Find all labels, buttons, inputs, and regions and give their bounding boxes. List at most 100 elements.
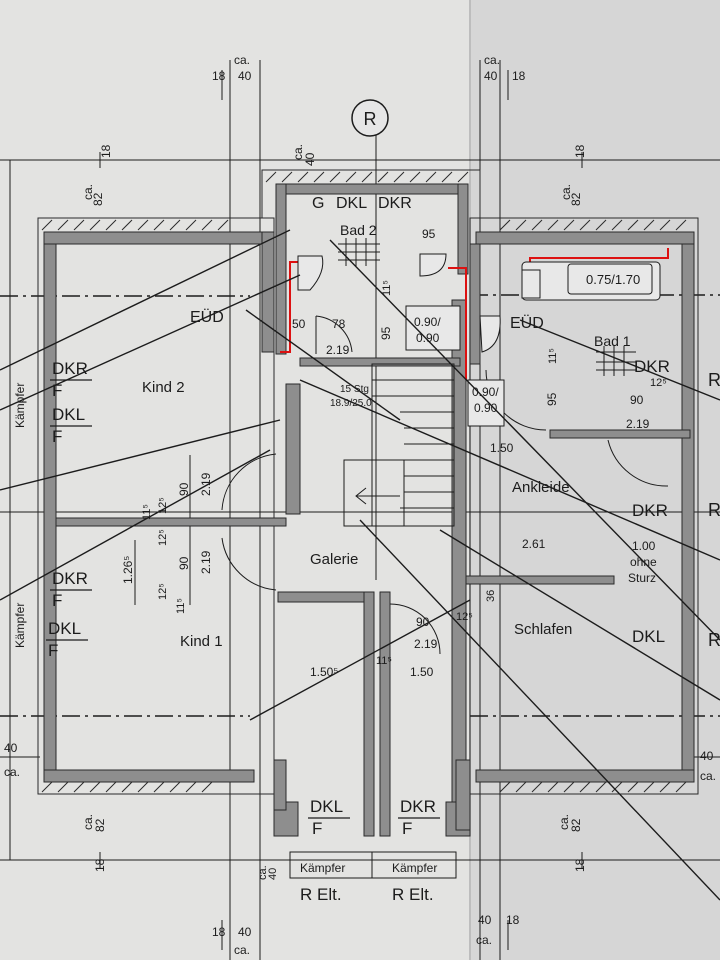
dim-219-galerie: 2.19	[414, 637, 438, 651]
dim-18-top-left: 18	[212, 69, 226, 83]
dim-1265: 1.26⁵	[121, 556, 135, 584]
dim-40-bottom-left: 40	[238, 925, 252, 939]
kaempfer-box	[289, 851, 457, 879]
kaempfer-bottom-left: Kämpfer	[300, 861, 345, 875]
window-dkr-ankleide: DKR	[632, 501, 668, 520]
window-r-schlafen: R	[708, 630, 720, 650]
dim-ca-v-bottom-center: ca.	[257, 865, 269, 880]
dim-ca-v-top-right: ca.	[559, 184, 573, 200]
window-f-kind2a: F	[52, 381, 62, 400]
dim-18-v-bottom-right: 18	[573, 858, 587, 872]
dim-261: 2.61	[522, 537, 546, 551]
window-dkr-bad1: DKR	[634, 357, 670, 376]
window-dkl-kind2: DKL	[52, 405, 85, 424]
room-bad2: Bad 2	[340, 222, 377, 238]
dim-18-bottom-left: 18	[212, 925, 226, 939]
dim-ca-top-right: ca.	[484, 53, 500, 67]
r-elt-left: R Elt.	[300, 885, 342, 904]
dim-219-bad1: 2.19	[626, 417, 650, 431]
dim-115-kind1: 11⁵	[175, 598, 187, 614]
dim-40-v-bottom-center: 40	[267, 868, 279, 880]
window-f-bottom-right: F	[402, 819, 412, 838]
window-dkl-kind1: DKL	[48, 619, 81, 638]
window-f-kind2b: F	[52, 427, 62, 446]
dimension-ticks	[99, 70, 583, 950]
shower-bad2-a: 0.90/	[414, 315, 441, 329]
wall-hatching	[41, 171, 687, 793]
stair-steps: 15 Stg	[340, 384, 369, 395]
dim-95-v-bad2: 95	[379, 326, 393, 340]
dim-82-v-top-right: 82	[569, 192, 583, 206]
window-r-ankleide: R	[708, 500, 720, 520]
dim-125-mid: 12⁵	[157, 529, 169, 546]
dim-sturz: Sturz	[628, 571, 656, 585]
eud-left: EÜD	[190, 308, 224, 326]
diagonal-lines	[0, 229, 720, 901]
room-ankleide: Ankleide	[512, 479, 570, 496]
dim-82-v-top-left: 82	[91, 192, 105, 206]
window-dkl-schlafen: DKL	[632, 627, 665, 646]
dim-219-kind1: 2.19	[199, 550, 213, 574]
dim-ca-top-left: ca.	[234, 53, 250, 67]
dim-82-v-bottom-right: 82	[569, 818, 583, 832]
window-dkl-bad2: DKL	[336, 195, 367, 212]
paper-left-half	[0, 0, 470, 960]
grid-bubble	[351, 99, 389, 137]
dim-90-kind2: 90	[177, 482, 191, 496]
dim-90-bad1: 90	[630, 393, 644, 407]
dim-78: 78	[332, 317, 346, 331]
shower-bad1-a: 0.90/	[472, 385, 499, 399]
room-kind1: Kind 1	[180, 633, 223, 650]
r-elt-right: R Elt.	[392, 885, 434, 904]
dim-ca-v-top-left: ca.	[81, 184, 95, 200]
dim-40-v-top-center: 40	[303, 152, 317, 166]
dim-ca-v-top-center: ca.	[291, 144, 305, 160]
dim-40-top-right: 40	[484, 69, 498, 83]
dim-125-kind1: 12⁵	[157, 583, 169, 600]
dim-40-bottom-right: 40	[478, 913, 492, 927]
wall-outline	[37, 169, 699, 795]
dim-18-v-bottom-left: 18	[93, 858, 107, 872]
dim-ca-v-bottom-right: ca.	[557, 814, 571, 830]
window-f-kind1b: F	[48, 641, 58, 660]
dim-90-galerie: 90	[416, 615, 430, 629]
window-f-kind1a: F	[52, 591, 62, 610]
dim-40-top-left: 40	[238, 69, 252, 83]
window-dkl-bottom: DKL	[310, 797, 343, 816]
window-dkr-bad2: DKR	[378, 195, 412, 212]
dim-219-kind2: 2.19	[199, 472, 213, 496]
dim-ca-right: ca.	[700, 769, 716, 783]
dim-1505: 1.50⁵	[310, 665, 338, 679]
window-dkr-bottom: DKR	[400, 797, 436, 816]
kaempfer-left-lower: Kämpfer	[13, 603, 27, 648]
dim-95-v-bad1: 95	[545, 392, 559, 406]
dim-ca-left: ca.	[4, 765, 20, 779]
heaters	[338, 238, 636, 376]
eud-right: EÜD	[510, 314, 544, 332]
dim-18-top-right: 18	[512, 69, 526, 83]
kaempfer-bottom-right: Kämpfer	[392, 861, 437, 875]
dim-150-ankleide: 1.50	[490, 441, 514, 455]
window-dkr-kind2: DKR	[52, 359, 88, 378]
staircase	[343, 363, 455, 527]
dim-40-right: 40	[700, 749, 714, 763]
dim-90-kind1: 90	[177, 556, 191, 570]
window-g: G	[312, 195, 324, 212]
shower-bad1-b: 0.90	[474, 401, 498, 415]
dim-ca-bottom-right: ca.	[476, 933, 492, 947]
dim-115-bad1: 11⁵	[547, 348, 559, 364]
dim-50: 50	[292, 317, 306, 331]
dim-ca-v-bottom-left: ca.	[81, 814, 95, 830]
dim-115-bad2: 11⁵	[381, 280, 393, 296]
room-galerie: Galerie	[310, 551, 358, 568]
dim-36: 36	[485, 590, 497, 602]
dim-18-v-top-left: 18	[99, 144, 113, 158]
dim-125-bad1: 12⁵	[650, 377, 667, 389]
dim-125-galerie: 12⁵	[456, 611, 473, 623]
dim-ohne: ohne	[630, 555, 657, 569]
dim-18-bottom-right: 18	[506, 913, 520, 927]
dim-95-bad2: 95	[422, 227, 436, 241]
dim-100: 1.00	[632, 539, 656, 553]
room-kind2: Kind 2	[142, 379, 185, 396]
stair-ratio: 18.9/25.0	[330, 398, 372, 409]
